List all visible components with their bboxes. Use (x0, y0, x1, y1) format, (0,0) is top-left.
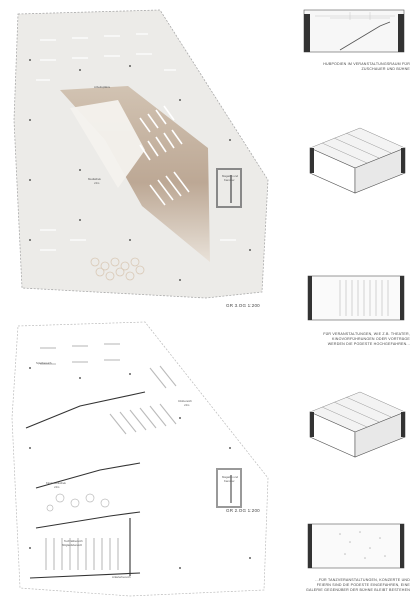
plan-view-1 (300, 270, 410, 325)
shelves-lower (40, 343, 177, 570)
isometric-1 (300, 118, 410, 198)
label-technik-2: Mitgliedsbereich (62, 543, 83, 547)
label-kinderbibliothek: Kinderbibliothek (46, 481, 66, 485)
core-lower (216, 468, 242, 508)
label-mediathek-area: x3m (94, 181, 100, 185)
label-anlieferung: Anlieferbereich (112, 575, 131, 579)
desks-upper (36, 33, 236, 251)
section-drawing (300, 6, 408, 56)
lower-plan-title: GR 2.OG 1:200 (226, 508, 260, 513)
label-arbeitsplaetze: Arbeitsplätze (94, 85, 111, 89)
label-infobereich: Infobereich (178, 399, 192, 403)
isometric-2 (300, 382, 410, 462)
label-magazin-lower: Magazin und (222, 475, 239, 479)
label-kinderbibliothek-area: x3m (54, 485, 60, 489)
caption-theater: FÜR VERANSTALTUNGEN, WIE Z.B. THEATER,KI… (323, 332, 410, 346)
columns-upper (29, 59, 251, 281)
label-technik: Technikbereich (64, 539, 83, 543)
upper-plan-title: GR 3.OG 1:200 (226, 303, 260, 308)
tables-lower (46, 493, 110, 512)
label-spielbereich: Spielbereich (36, 361, 52, 365)
atrium-void (70, 100, 145, 188)
label-magazin-upper: Magazin und (222, 174, 239, 178)
seating-circles-upper (90, 257, 145, 281)
upper-floor-plan: Arbeitsplätze Mediathek x3m Magazin und … (0, 0, 290, 300)
caption-tanz: ...FÜR TANZVERANSTALTUNGEN, KONZERTE UND… (306, 578, 410, 592)
label-magazin-lower-2: Kammer (224, 479, 235, 483)
core-upper (216, 168, 242, 208)
walls-lower (25, 391, 146, 579)
columns-lower (29, 367, 251, 569)
lower-floor-plan: Spielbereich Infobereich x3m Kinderbibli… (0, 318, 290, 600)
shelves-upper (139, 105, 190, 206)
plan-view-2 (300, 518, 410, 573)
label-magazin-upper-2: Kammer (224, 178, 235, 182)
building-outline-lower (11, 321, 269, 597)
label-infobereich-area: x3m (184, 403, 190, 407)
label-mediathek: Mediathek (88, 177, 101, 181)
